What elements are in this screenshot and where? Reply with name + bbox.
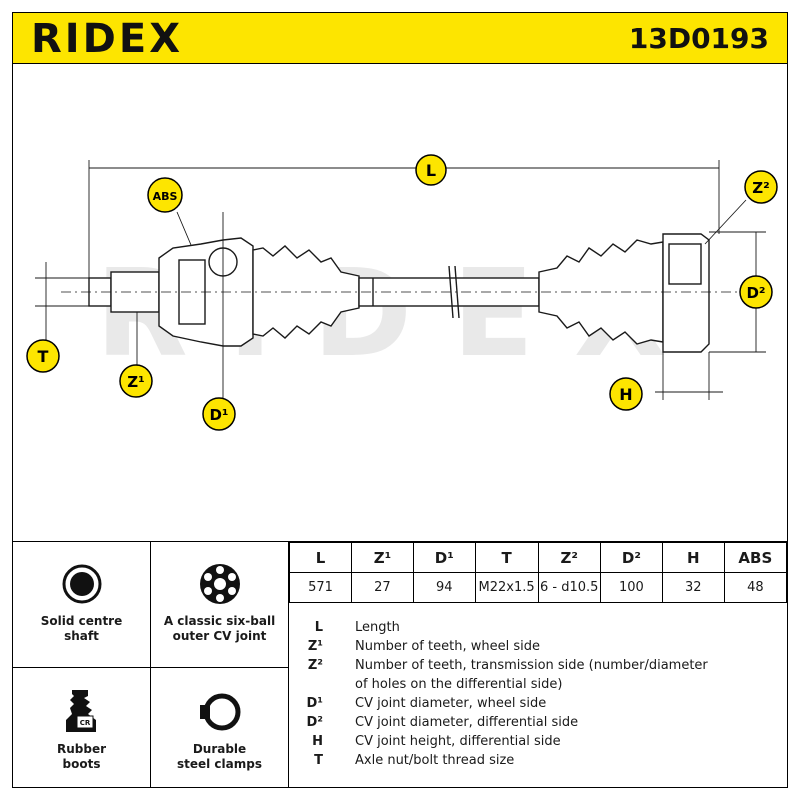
badge-L: L — [415, 154, 447, 186]
badge-D2: D² — [739, 275, 773, 309]
spec-value-cell: 94 — [412, 572, 476, 603]
svg-text:Z¹: Z¹ — [127, 373, 144, 391]
badge-T: T — [26, 339, 60, 373]
spec-value-cell: 48 — [723, 572, 788, 603]
spec-header-cell: Z¹ — [351, 542, 414, 573]
svg-text:L: L — [426, 161, 436, 180]
badge-Z1: Z¹ — [119, 364, 153, 398]
svg-text:D²: D² — [746, 284, 765, 302]
steel-clamp-icon — [200, 693, 241, 731]
badge-ABS: ABS — [147, 177, 183, 213]
spec-value-cell: 32 — [661, 572, 725, 603]
feature-rubber-boots: CR Rubber boots — [13, 668, 151, 788]
spec-header-cell: D² — [599, 542, 663, 573]
drive-shaft-drawing: RIDEX — [26, 154, 778, 431]
svg-text:Z²: Z² — [752, 179, 769, 197]
spec-table-header: L Z¹ D¹ T Z² D² H ABS — [288, 542, 788, 573]
svg-text:ABS: ABS — [153, 190, 178, 203]
badge-H: H — [609, 377, 643, 411]
rubber-boot-icon: CR — [66, 690, 96, 732]
feature-solid-shaft: Solid centre shaft — [13, 542, 151, 668]
spec-table: L Z¹ D¹ T Z² D² H ABS 571 27 94 M22x1.5 … — [288, 542, 788, 603]
svg-text:CR: CR — [80, 719, 91, 727]
feature-steel-clamps: Durable steel clamps — [151, 668, 289, 788]
spec-value-cell: 27 — [351, 572, 414, 603]
feature-label: Solid centre shaft — [40, 614, 123, 643]
tripod-housing — [668, 243, 702, 285]
part-number: 13D0193 — [628, 22, 769, 55]
spec-header-cell: H — [661, 542, 725, 573]
drive-shaft-diagram: RIDEX — [12, 64, 788, 541]
badge-Z2: Z² — [744, 170, 778, 204]
specification-panel: Solid centre shaft A classic six-ball ou… — [12, 541, 788, 788]
spec-header-cell: L — [288, 542, 353, 573]
spec-value-cell: 100 — [599, 572, 663, 603]
header-bar: RIDEX 13D0193 — [12, 12, 788, 64]
feature-label: A classic six-ball outer CV joint — [163, 614, 276, 643]
spec-header-cell: T — [474, 542, 539, 573]
feature-label: Rubber boots — [56, 742, 107, 771]
spec-value-cell: M22x1.5 — [474, 572, 539, 603]
svg-text:H: H — [619, 385, 632, 404]
spec-header-cell: Z² — [537, 542, 601, 573]
spec-value-cell: 6 - d10.5 — [537, 572, 601, 603]
spec-header-cell: D¹ — [412, 542, 476, 573]
spec-table-values: 571 27 94 M22x1.5 6 - d10.5 100 32 48 — [288, 572, 788, 603]
brand-logo: RIDEX — [31, 16, 184, 62]
spec-header-cell: ABS — [723, 542, 788, 573]
dimension-badges: L ABS Z² D² T Z¹ D¹ H — [26, 154, 778, 431]
svg-text:D¹: D¹ — [209, 406, 228, 424]
svg-text:T: T — [38, 347, 49, 366]
six-ball-joint-icon — [200, 564, 240, 604]
feature-label: Durable steel clamps — [176, 742, 262, 771]
badge-D1: D¹ — [202, 397, 236, 431]
solid-shaft-icon — [62, 564, 102, 604]
spec-value-cell: 571 — [288, 572, 353, 603]
feature-six-ball-joint: A classic six-ball outer CV joint — [151, 542, 289, 668]
